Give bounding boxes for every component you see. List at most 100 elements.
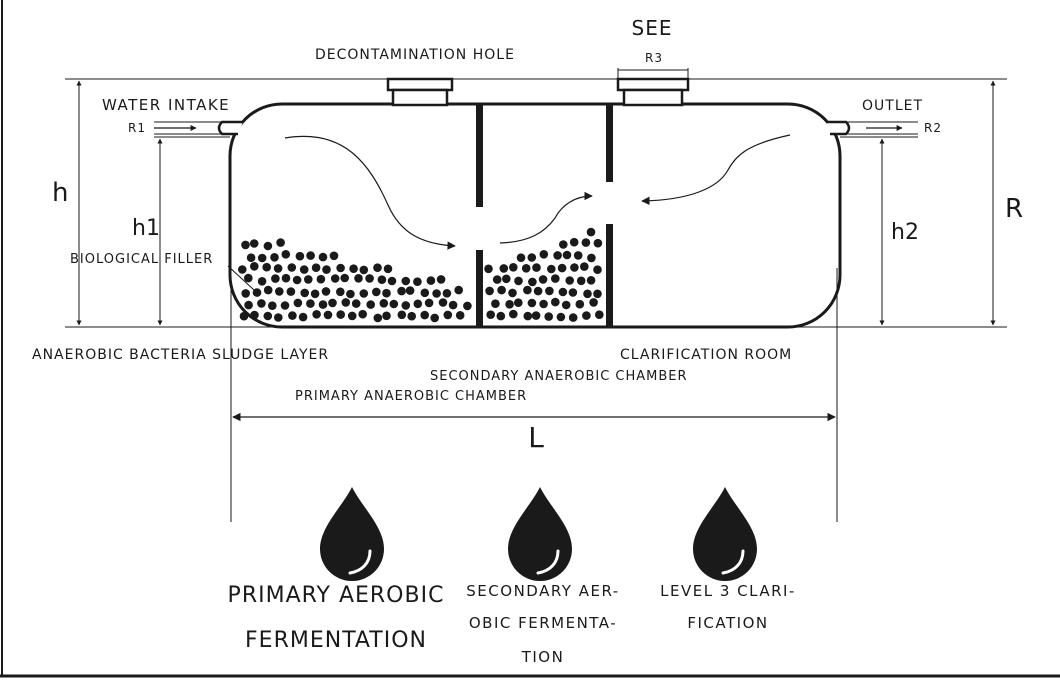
sludge-layer-label: ANAEROBIC BACTERIA SLUDGE LAYER [32, 347, 330, 363]
filler-particle [304, 275, 313, 284]
stage-2-line-2: OBIC FERMENTA- [468, 614, 618, 632]
filler-particle [539, 250, 549, 259]
filler-particle [281, 250, 291, 259]
filler-particle [556, 312, 566, 322]
filler-particle [286, 287, 296, 296]
filler-particle [533, 286, 543, 296]
filler-particle [274, 313, 283, 322]
filler-particle [346, 289, 355, 299]
filler-particle [389, 299, 399, 309]
filler-particle [382, 288, 391, 298]
filler-particle [349, 264, 358, 274]
filler-particle [497, 285, 506, 295]
filler-particle [532, 263, 541, 272]
filler-particle [420, 288, 430, 298]
filler-particle [405, 286, 415, 295]
filler-particle [514, 298, 523, 308]
R-label: R [1005, 194, 1024, 224]
filler-particle [558, 287, 568, 297]
filler-particle [263, 285, 273, 295]
filler-particle [401, 276, 411, 286]
filler-particle [318, 252, 328, 262]
filler-particle [300, 288, 310, 298]
filler-particle [557, 263, 567, 273]
filler-particle [340, 273, 350, 283]
filler-particle [484, 264, 493, 274]
filler-particle [528, 277, 537, 287]
filler-particle [485, 286, 494, 296]
filler-particle [238, 265, 247, 274]
tank-body [228, 102, 842, 329]
filler-particle [306, 251, 315, 260]
filler-particle [299, 265, 309, 274]
filler-particle [328, 298, 337, 308]
filler-particle [263, 311, 273, 321]
filler-particle [420, 310, 430, 320]
filler-particle [551, 297, 560, 307]
filler-particle [587, 253, 596, 263]
filler-particle [545, 286, 554, 296]
filler-particle [318, 300, 328, 309]
filler-particle [293, 298, 303, 308]
filler-particle [551, 274, 560, 283]
filler-particle [372, 287, 381, 297]
filler-particle [310, 289, 320, 299]
filler-particle [263, 241, 273, 251]
filler-particle [249, 239, 259, 248]
filler-particle [455, 311, 465, 320]
stage-2-line-1: SECONDARY AER- [466, 582, 620, 600]
h1-dimension [154, 136, 230, 326]
filler-particle [509, 309, 518, 319]
filler-particle [547, 264, 556, 274]
h-label: h [52, 178, 69, 208]
filler-particle [311, 263, 321, 273]
filler-particle [527, 253, 537, 262]
filler-particle [502, 274, 511, 284]
filler-particle [499, 264, 509, 273]
filler-particle [252, 288, 262, 297]
filler-particle [593, 238, 603, 248]
filler-particle [496, 311, 506, 321]
filler-particle [359, 265, 369, 275]
filler-particle [539, 299, 548, 309]
filler-particle [323, 310, 333, 320]
filler-particle [565, 276, 574, 285]
filler-particle [436, 275, 446, 284]
filler-particle [244, 300, 253, 310]
filler-particle [432, 289, 441, 298]
filler-particle [582, 311, 591, 320]
filler-particle [397, 286, 406, 296]
filler-particle [336, 263, 345, 273]
filler-particle [401, 301, 411, 310]
filler-particle [270, 252, 279, 262]
filler-particle [413, 277, 422, 287]
filler-particle [273, 264, 283, 273]
filler-particle [250, 310, 259, 320]
L-dimension [230, 268, 838, 522]
decontamination-hole-label: DECONTAMINATION HOLE [315, 47, 515, 63]
filler-particle [281, 273, 291, 283]
filler-particle [358, 309, 368, 319]
partition-wall-1 [476, 104, 483, 327]
filler-particle [387, 276, 397, 286]
filler-particle [562, 250, 572, 260]
water-drop-icon [320, 487, 384, 581]
filler-particle [586, 227, 596, 237]
filler-particle [586, 276, 596, 285]
filler-particle [561, 300, 571, 310]
filler-particle [589, 298, 598, 307]
filler-particle [257, 299, 266, 308]
h1-label: h1 [132, 216, 160, 241]
filler-particle [306, 299, 315, 308]
filler-particle [257, 277, 267, 286]
filler-particle [438, 298, 448, 307]
stage-2-line-3: TION [521, 648, 565, 666]
filler-particle [580, 262, 589, 271]
filler-particle [527, 298, 537, 308]
filler-particle [573, 251, 583, 260]
filler-particle [373, 263, 382, 273]
partition-wall-2 [606, 104, 613, 327]
filler-particle [521, 264, 531, 273]
biological-filler-particles-secondary [484, 227, 604, 322]
